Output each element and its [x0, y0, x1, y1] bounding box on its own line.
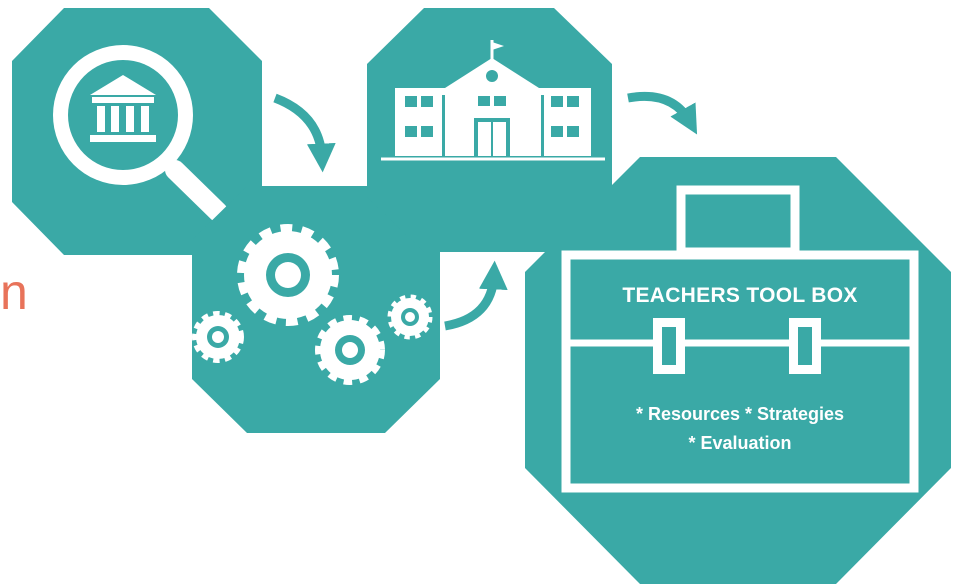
gears-icon	[192, 224, 433, 385]
arrow-2-icon	[444, 260, 508, 331]
arrow-1-icon	[273, 93, 336, 173]
toolbox-line-2: * Evaluation	[688, 433, 792, 453]
toolbox-icon	[561, 185, 919, 493]
edge-text: n	[0, 264, 28, 320]
step-research	[12, 8, 262, 255]
step-toolbox	[525, 157, 951, 584]
school-building-icon	[381, 40, 605, 161]
magnifier-bank-icon	[53, 45, 228, 222]
toolbox-title: TEACHERS TOOL BOX	[622, 284, 858, 307]
arrow-3-icon	[627, 91, 698, 135]
toolbox-line-1: * Resources * Strategies	[635, 404, 845, 424]
step-process	[192, 186, 440, 433]
step-school	[367, 8, 612, 252]
octagon-toolbox	[525, 157, 951, 584]
